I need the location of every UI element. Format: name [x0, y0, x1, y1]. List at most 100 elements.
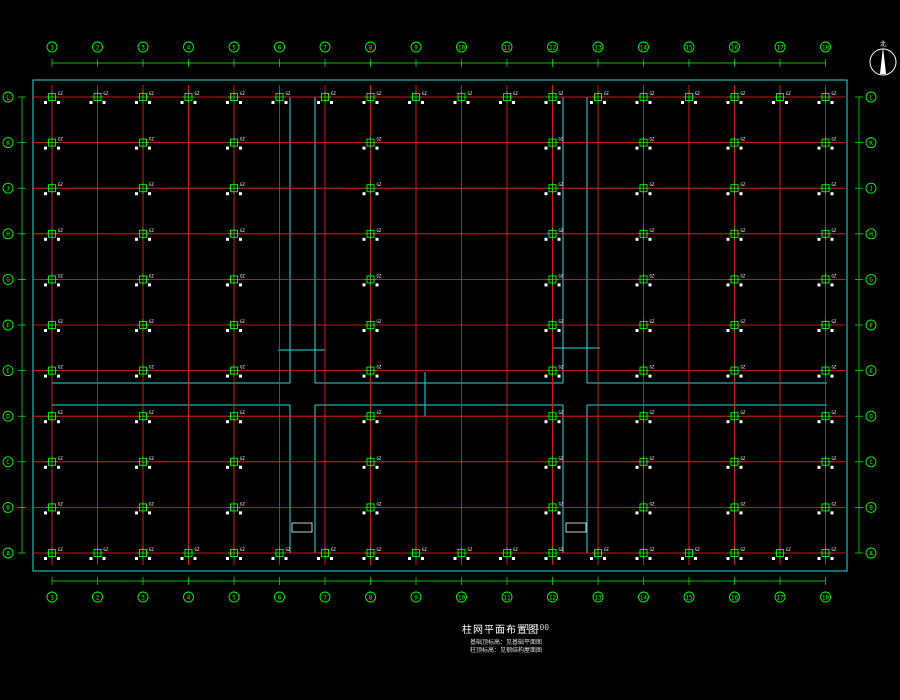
column-18C: GZ	[817, 455, 837, 469]
drawing-title: 柱网平面布置图	[462, 625, 539, 636]
column-16J: GZ	[726, 182, 746, 196]
column-3L: GZ	[135, 91, 154, 104]
column-tag: GZ	[650, 137, 655, 142]
axis-label-13: 13	[594, 594, 602, 601]
axis-label-G: G	[6, 277, 10, 284]
column-12C: GZ	[544, 455, 564, 469]
column-16F: GZ	[726, 319, 746, 332]
column-18L: GZ	[817, 91, 837, 104]
column-12J: GZ	[544, 182, 564, 196]
column-tag: GZ	[832, 547, 837, 552]
axis-bubble-14: 14	[638, 591, 649, 603]
axis-label-8: 8	[369, 594, 373, 601]
column-3F: GZ	[135, 319, 154, 332]
column-8J: GZ	[362, 182, 382, 196]
column-tag: GZ	[286, 91, 291, 96]
drawing-scale: 1:100	[525, 623, 550, 632]
column-17L: GZ	[772, 91, 791, 104]
column-5H: GZ	[226, 227, 245, 241]
column-tag: GZ	[240, 547, 245, 552]
note-1: 基础顶标高：见基础平面图	[470, 639, 543, 646]
axis-label-C: C	[869, 459, 873, 466]
axis-bubble-J: J	[2, 182, 14, 194]
column-tag: GZ	[559, 319, 564, 324]
column-1L: GZ	[44, 91, 63, 104]
column-1H: GZ	[44, 227, 63, 241]
column-14D: GZ	[635, 410, 655, 424]
axis-bubble-3: 3	[137, 591, 149, 603]
column-tag: GZ	[149, 319, 154, 324]
column-10A: GZ	[453, 547, 473, 560]
axis-bubble-B: B	[2, 501, 14, 513]
axis-bubble-5: 5	[228, 41, 240, 53]
column-tag: GZ	[559, 410, 564, 415]
column-18K: GZ	[817, 136, 837, 150]
column-tag: GZ	[741, 501, 746, 506]
column-tag: GZ	[58, 547, 63, 552]
column-tag: GZ	[58, 365, 63, 370]
column-tag: GZ	[650, 273, 655, 278]
column-tag: GZ	[149, 456, 154, 461]
column-tag: GZ	[832, 501, 837, 506]
column-tag: GZ	[832, 365, 837, 370]
column-12D: GZ	[544, 410, 564, 424]
axis-bubble-1: 1	[46, 41, 58, 53]
column-tag: GZ	[286, 547, 291, 552]
axis-bubble-G: G	[2, 273, 14, 285]
axis-bubble-9: 9	[410, 591, 422, 603]
column-tag: GZ	[240, 410, 245, 415]
column-tag: GZ	[331, 547, 336, 552]
column-tag: GZ	[149, 365, 154, 370]
column-tag: GZ	[149, 91, 154, 96]
axis-bubble-L: L	[2, 91, 14, 103]
column-18D: GZ	[817, 410, 837, 424]
axis-label-D: D	[6, 414, 10, 421]
axis-label-F: F	[6, 322, 10, 329]
axis-bubble-14: 14	[638, 41, 649, 53]
column-8B: GZ	[362, 501, 382, 515]
compass-north-icon: 北	[869, 40, 897, 76]
column-8F: GZ	[362, 319, 382, 332]
column-2A: GZ	[89, 547, 109, 560]
column-8D: GZ	[362, 410, 382, 424]
column-tag: GZ	[559, 228, 564, 233]
column-tag: GZ	[58, 410, 63, 415]
axis-label-17: 17	[776, 594, 784, 601]
axis-bubble-F: F	[865, 319, 877, 331]
column-14C: GZ	[635, 455, 655, 469]
axis-label-H: H	[869, 231, 873, 238]
axis-bubble-G: G	[865, 273, 877, 285]
column-tag: GZ	[377, 137, 382, 142]
column-tag: GZ	[377, 319, 382, 324]
axis-bubble-15: 15	[683, 41, 695, 53]
column-14A: GZ	[635, 547, 655, 560]
axis-label-10: 10	[458, 44, 466, 51]
column-tag: GZ	[240, 365, 245, 370]
column-17A: GZ	[772, 547, 791, 560]
column-tag: GZ	[377, 365, 382, 370]
axis-bubble-A: A	[2, 547, 14, 559]
axis-label-14: 14	[640, 44, 648, 51]
column-5G: GZ	[226, 273, 245, 287]
column-18F: GZ	[817, 319, 837, 332]
axis-label-6: 6	[278, 44, 282, 51]
axis-label-5: 5	[232, 44, 236, 51]
axis-bubble-2: 2	[92, 591, 103, 603]
column-1C: GZ	[44, 455, 63, 469]
axis-bubble-D: D	[865, 410, 877, 422]
axis-bubble-D: D	[2, 410, 14, 422]
column-1K: GZ	[44, 136, 63, 150]
column-tag: GZ	[195, 547, 200, 552]
axis-bubble-10: 10	[456, 591, 467, 603]
column-14B: GZ	[635, 501, 655, 515]
column-3G: GZ	[135, 273, 154, 287]
axis-bubble-7: 7	[319, 591, 331, 603]
axis-label-15: 15	[685, 594, 693, 601]
axis-bubble-4: 4	[183, 591, 194, 603]
column-tag: GZ	[377, 228, 382, 233]
axis-label-C: C	[6, 459, 10, 466]
axis-bubble-15: 15	[683, 591, 695, 603]
axis-bubble-1: 1	[46, 591, 58, 603]
axis-label-J: J	[6, 186, 10, 193]
